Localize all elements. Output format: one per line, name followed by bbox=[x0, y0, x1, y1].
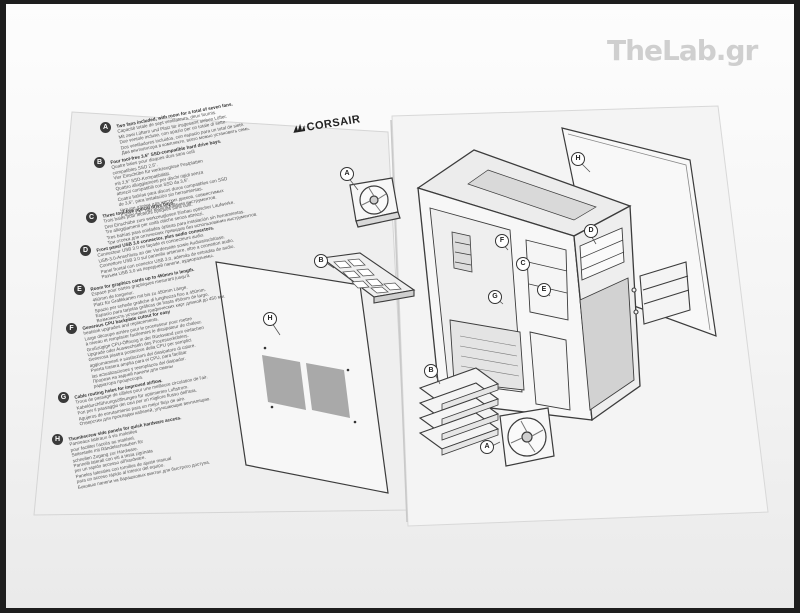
filter-tray-drawing bbox=[320, 252, 416, 304]
instruction-badge-d: D bbox=[80, 245, 91, 256]
callout-e-gpu: E bbox=[537, 283, 551, 297]
callout-h-side-panel: H bbox=[263, 312, 277, 326]
watermark-logo: TheLab.gr bbox=[607, 34, 758, 67]
chassis-drawing bbox=[416, 149, 641, 422]
instruction-badge-c: C bbox=[86, 212, 97, 223]
callout-c-optical: C bbox=[516, 257, 530, 271]
side-panel-drawing bbox=[215, 261, 389, 494]
instruction-badge-a: A bbox=[100, 122, 111, 133]
instruction-badge-g: G bbox=[58, 392, 69, 403]
brand-logo: CORSAIR bbox=[292, 113, 361, 136]
fan-a-lower-drawing bbox=[499, 407, 555, 467]
callout-a-lower-fan: A bbox=[480, 440, 494, 454]
drive-trays-drawing bbox=[418, 367, 500, 456]
callout-d-front-io: D bbox=[584, 224, 598, 238]
fan-a-drawing bbox=[349, 177, 401, 228]
corsair-sails-icon bbox=[293, 123, 306, 133]
instruction-badge-e: E bbox=[74, 284, 85, 295]
callout-b-filter: B bbox=[314, 254, 328, 268]
callout-b-drive-trays: B bbox=[424, 364, 438, 378]
callout-f-cpu-cutout: F bbox=[495, 234, 509, 248]
instruction-badge-f: F bbox=[66, 323, 77, 334]
instruction-badge-b: B bbox=[94, 157, 105, 168]
callout-h-rear-panel: H bbox=[571, 152, 585, 166]
bay-cage-drawing bbox=[631, 261, 691, 325]
callout-a-fan: A bbox=[340, 167, 354, 181]
callout-g-cable-holes: G bbox=[488, 290, 502, 304]
instruction-badge-h: H bbox=[52, 434, 63, 445]
